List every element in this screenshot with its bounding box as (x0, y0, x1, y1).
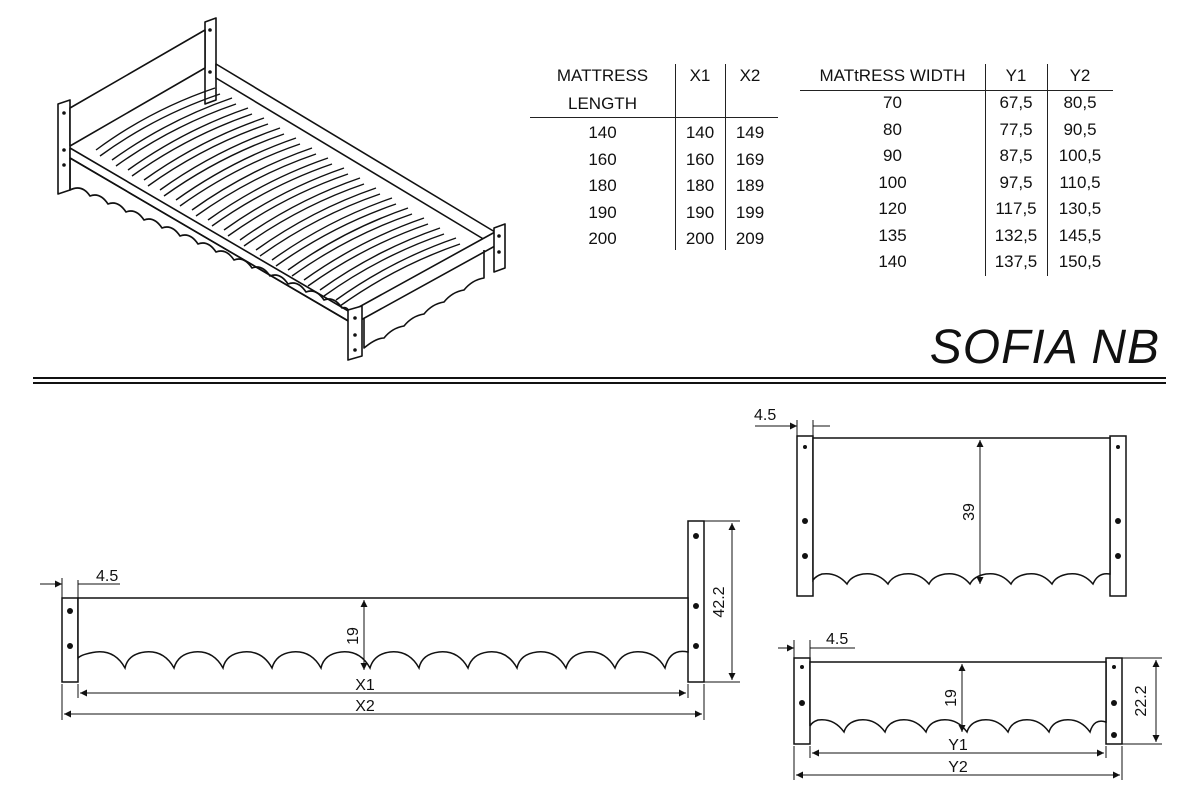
mattress-length-table: MATTRESS LENGTH X1 X2 140 140 149 160 160 169… (530, 64, 780, 254)
length-cell-x1: 200 (685, 229, 715, 248)
length-divider-1 (675, 64, 676, 250)
length-cell-length: 140 (588, 123, 617, 142)
width-cell-y2: 110,5 (1059, 172, 1101, 192)
head-right-post (1109, 435, 1127, 597)
width-cell-y2: 80,5 (1063, 93, 1097, 112)
width-divider-1 (985, 64, 986, 276)
width-cell-width: 70 (883, 93, 902, 112)
width-cell-width: 140 (878, 252, 907, 271)
width-header: MATtRESS WIDTH (819, 66, 966, 85)
length-header-line2: LENGTH (568, 94, 637, 113)
y1-header: Y1 (1005, 66, 1027, 85)
length-cell-x2: 169 (735, 149, 765, 169)
length-cell-x2: 209 (735, 229, 765, 248)
divider-rule-top (33, 377, 1166, 379)
foot-inner-width-label: Y1 (948, 737, 968, 754)
width-divider-2 (1047, 64, 1048, 276)
width-cell-width: 135 (878, 225, 907, 245)
width-cell-y1: 137,5 (994, 252, 1038, 271)
slats (95, 87, 461, 307)
y2-header: Y2 (1069, 66, 1091, 85)
length-header-rule (530, 117, 778, 118)
width-cell-y1: 87,5 (999, 146, 1033, 165)
bed-isometric-illustration (57, 17, 506, 361)
width-cell-width: 100 (878, 172, 907, 192)
product-title: SOFIA NB (929, 321, 1160, 374)
width-cell-y2: 100,5 (1058, 146, 1102, 165)
side-panel-height-label: 19 (345, 627, 362, 645)
width-cell-y1: 132,5 (994, 225, 1038, 245)
foot-total-height-label: 22.2 (1133, 685, 1150, 716)
mattress-width-table: MATtRESS WIDTH Y1 Y2 70 67,5 80,5 80 77,5 90,… (800, 64, 1120, 279)
width-cell-width: 90 (883, 146, 902, 165)
width-cell-y2: 150,5 (1058, 252, 1102, 271)
length-cell-x1: 180 (685, 176, 715, 195)
length-cell-x1: 190 (685, 202, 715, 222)
length-cell-x2: 149 (735, 123, 765, 142)
width-cell-y2: 90,5 (1063, 119, 1097, 139)
width-cell-y1: 117,5 (995, 199, 1037, 218)
head-panel-height-label: 39 (961, 503, 978, 521)
side-view-drawing: 4.5 19 42.2 X1 X2 (40, 520, 740, 720)
side-outer-length-label: X2 (355, 698, 375, 715)
length-cell-length: 190 (588, 202, 617, 222)
length-header-line1: MATTRESS (556, 66, 649, 85)
side-post-width-label: 4.5 (96, 568, 118, 585)
width-cell-y2: 145,5 (1058, 225, 1102, 245)
head-view-drawing: 4.5 39 (754, 407, 1127, 597)
side-total-height-label: 42.2 (711, 586, 728, 617)
width-cell-width: 120 (878, 199, 907, 218)
foot-panel-height-label: 19 (943, 689, 960, 707)
width-header-rule (800, 90, 1113, 91)
length-cell-length: 180 (588, 176, 617, 195)
side-inner-length-label: X1 (355, 677, 375, 694)
width-cell-y2: 130,5 (1058, 199, 1102, 218)
length-cell-x1: 160 (685, 149, 715, 169)
length-divider-2 (725, 64, 726, 250)
foot-view-drawing: 4.5 19 22.2 Y1 Y2 (778, 631, 1162, 780)
width-cell-y1: 67,5 (999, 93, 1033, 112)
length-cell-length: 200 (588, 229, 617, 248)
width-cell-y1: 97,5 (999, 172, 1033, 192)
foot-outer-width-label: Y2 (948, 759, 968, 776)
length-cell-x1: 140 (685, 123, 715, 142)
head-left-post (796, 435, 814, 597)
foot-post-width-label: 4.5 (826, 631, 848, 648)
length-cell-length: 160 (588, 149, 617, 169)
x1-header: X1 (689, 66, 711, 85)
width-cell-width: 80 (883, 119, 902, 139)
length-cell-x2: 199 (735, 202, 765, 222)
side-right-post (687, 520, 705, 683)
length-cell-x2: 189 (735, 176, 765, 195)
x2-header: X2 (739, 66, 761, 85)
divider-rule-bottom (33, 382, 1166, 384)
head-post-width-label: 4.5 (754, 407, 776, 424)
width-cell-y1: 77,5 (999, 119, 1033, 139)
